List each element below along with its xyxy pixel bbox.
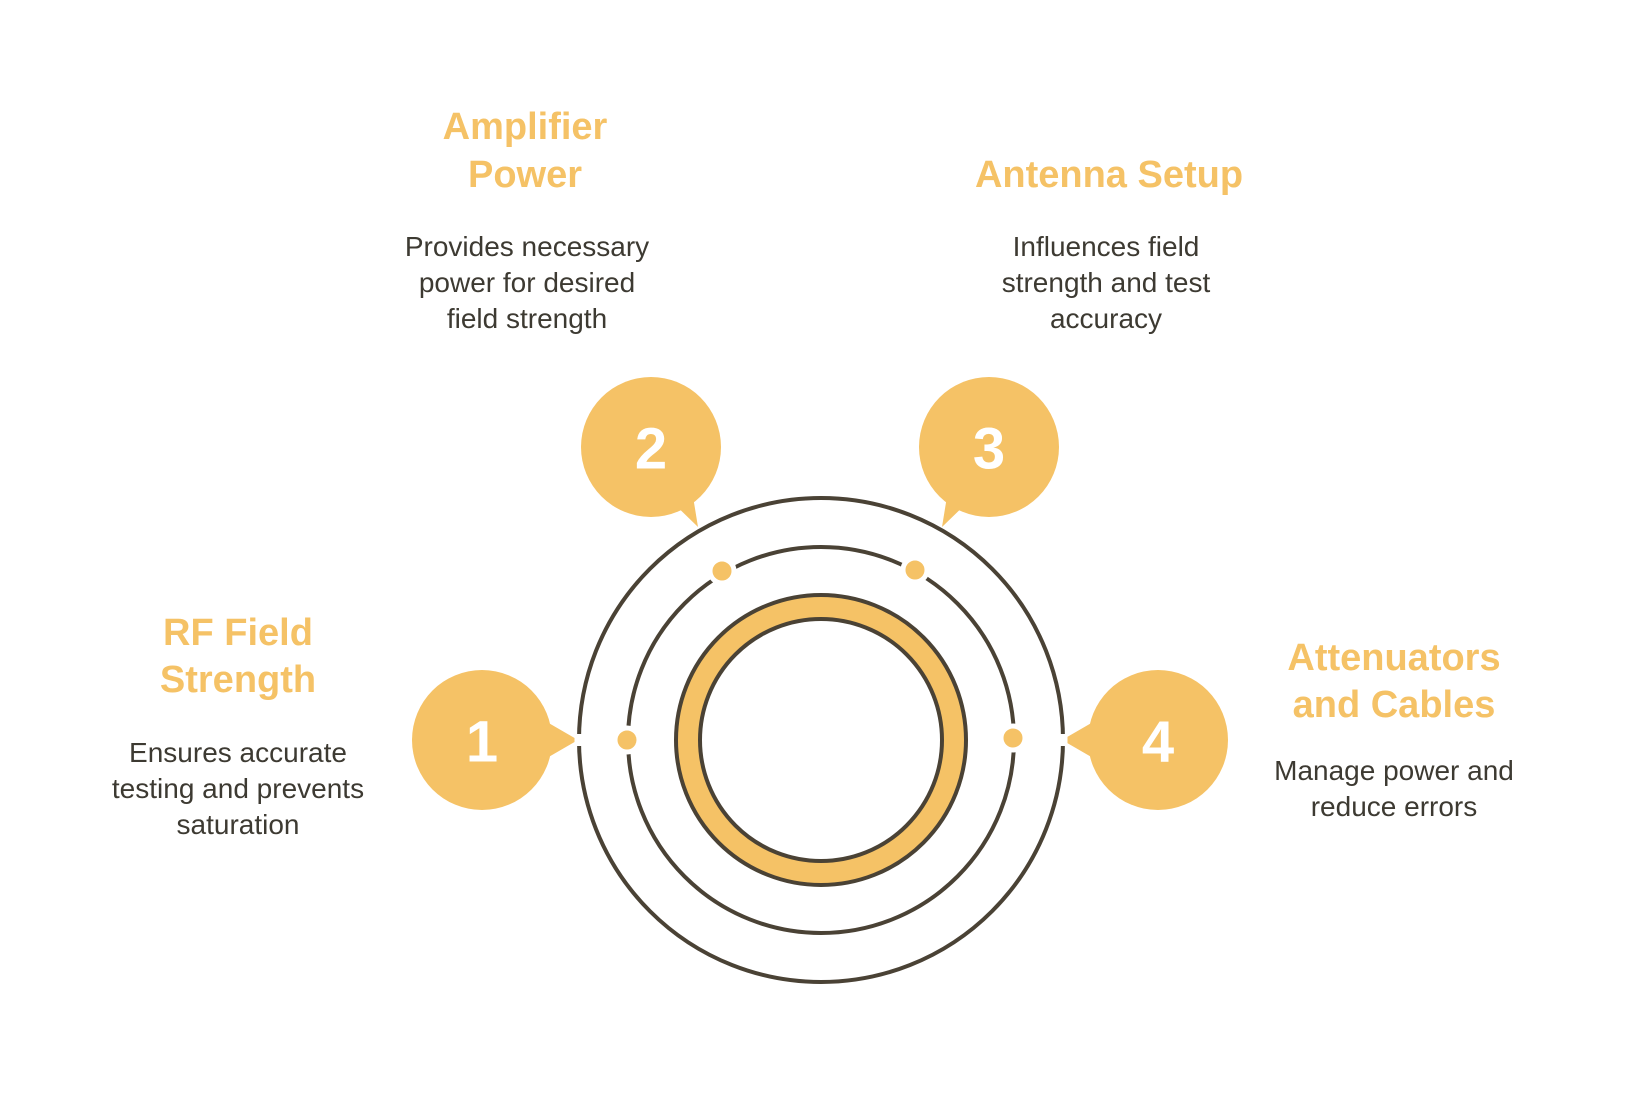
step-number-4: 4 [1142,710,1174,775]
step-number-2: 2 [635,417,667,482]
step-desc-2: Provides necessary [405,231,649,262]
step-bubble-4 [1062,670,1228,810]
step-title-4: and Cables [1293,684,1496,726]
step-desc-3: Influences field [1013,231,1200,262]
step-bubble-1 [412,670,578,810]
step-bubble-2 [581,377,721,527]
step-desc-4: reduce errors [1311,791,1478,822]
step-desc-3: accuracy [1050,303,1162,334]
step-title-3: Antenna Setup [975,154,1243,196]
step-title-2: Power [468,154,582,196]
step-desc-1: testing and prevents [112,773,364,804]
step-number-3: 3 [973,417,1005,482]
step-desc-4: Manage power and [1274,755,1514,786]
ring-dot-1 [612,725,642,755]
step-desc-1: Ensures accurate [129,737,347,768]
step-title-4: Attenuators [1287,637,1500,679]
core-ring-outer-edge [674,593,968,887]
ring-dot-3 [900,555,930,585]
step-title-1: RF Field [163,612,313,654]
ring-dot-4 [998,723,1028,753]
step-desc-2: field strength [447,303,607,334]
step-desc-1: saturation [177,809,300,840]
core-ring [676,595,966,885]
ring-dot-2 [707,556,737,586]
outer-ring [577,496,1065,984]
step-number-1: 1 [466,710,498,775]
step-desc-2: power for desired [419,267,635,298]
step-desc-3: strength and test [1002,267,1211,298]
core-ring-inner-edge [698,617,944,863]
step-title-2: Amplifier [443,106,608,148]
step-bubble-3 [919,377,1059,527]
step-title-1: Strength [160,659,316,701]
